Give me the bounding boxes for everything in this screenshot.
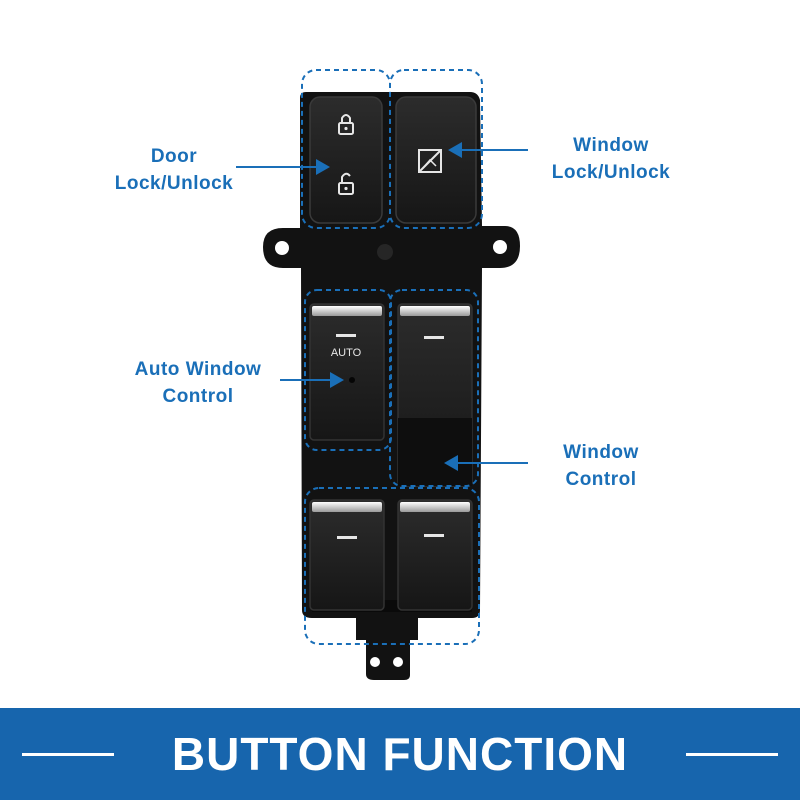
mount-hole-right	[493, 240, 507, 254]
banner-title: BUTTON FUNCTION	[171, 728, 629, 780]
banner-rule-left	[22, 753, 114, 756]
window-lock-outline	[389, 69, 483, 229]
banner-rule-right	[686, 753, 778, 756]
auto-window-label-line2: Control	[162, 386, 234, 407]
auto-window-label: Auto Window Control	[110, 356, 286, 410]
auto-window-button[interactable]: AUTO	[309, 303, 385, 441]
door-lock-label: Door Lock/Unlock	[110, 143, 238, 197]
window-control-button-rear-left[interactable]	[309, 499, 385, 611]
unlock-icon	[338, 172, 354, 195]
mount-hole-left	[275, 241, 289, 255]
window-lock-label: Window Lock/Unlock	[530, 132, 692, 186]
door-lock-label-line1: Door	[150, 146, 198, 167]
window-lock-icon	[418, 149, 442, 173]
door-lock-button[interactable]	[309, 96, 383, 224]
window-control-button-rear-right[interactable]	[397, 499, 473, 611]
tab-hole-left	[370, 657, 380, 667]
window-control-button-front-right[interactable]	[397, 303, 473, 487]
auto-text: AUTO	[331, 347, 362, 359]
window-control-label-line1: Window	[563, 442, 639, 463]
window-lock-label-line1: Window	[573, 135, 649, 156]
window-control-outline	[389, 289, 479, 487]
callout-arrows	[236, 142, 528, 471]
tab-hole-right	[393, 657, 403, 667]
window-control-label: Window Control	[530, 439, 672, 493]
window-lock-label-line2: Lock/Unlock	[551, 162, 671, 183]
door-lock-label-line2: Lock/Unlock	[114, 173, 234, 194]
window-lock-button[interactable]	[395, 96, 477, 224]
auto-window-label-line1: Auto Window	[134, 359, 262, 380]
lock-icon	[338, 114, 354, 135]
footer-banner: BUTTON FUNCTION	[0, 708, 800, 800]
panel-screw	[377, 244, 393, 260]
rear-window-outline	[304, 487, 480, 645]
highlight-outlines	[301, 69, 483, 645]
window-control-label-line2: Control	[565, 469, 637, 490]
